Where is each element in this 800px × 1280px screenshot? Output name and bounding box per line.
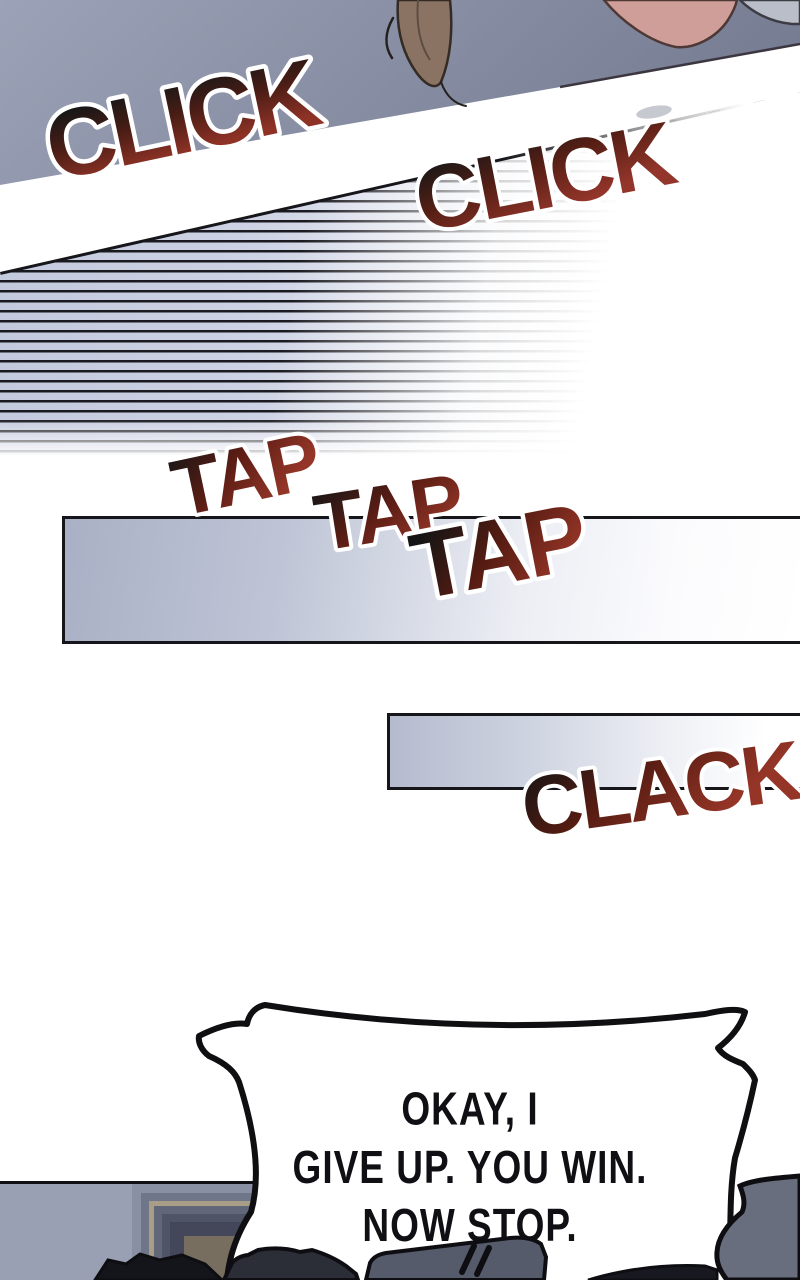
character-hair-strand-line: [416, 0, 431, 61]
panel-bar-bottom: [387, 713, 800, 790]
sfx-tap-3: TAP: [398, 479, 599, 624]
character-hair-stroke-tip: [440, 81, 467, 107]
sfx-tap-2: TAP: [304, 453, 472, 572]
sfx-click-1: CLICK: [32, 34, 334, 205]
panel-edge-line: [559, 42, 800, 89]
sfx-tap-3-text: TAP: [402, 483, 594, 619]
bubble-line-2: GIVE UP. YOU WIN.: [292, 1142, 648, 1193]
top-scene-panel: [0, 0, 800, 185]
sfx-clack-text: CLACK: [516, 723, 800, 855]
couch-shape: [714, 1173, 800, 1280]
bubble-line-1: OKAY, I: [401, 1083, 539, 1135]
character-hair-lock: [396, 0, 453, 88]
sfx-clack: CLACK: [512, 719, 800, 859]
speech-bubble: [195, 1002, 758, 1280]
panel-bar-top: [62, 516, 800, 644]
speech-bubble-text: OKAY, I GIVE UP. YOU WIN. NOW STOP.: [235, 1080, 705, 1255]
hair-silhouette-center: [363, 1235, 549, 1280]
quote-dash-marks: [459, 1243, 492, 1277]
panel-background: [0, 0, 800, 185]
sfx-tap-1: TAP: [160, 412, 331, 538]
character-garment: [738, 0, 800, 26]
hair-silhouette-left: [221, 1246, 361, 1280]
hair-tuft-left: [93, 1252, 225, 1280]
speech-bubble-outline: [195, 1002, 758, 1280]
bottom-foreground: [93, 1173, 800, 1280]
character-hair-stroke-left: [385, 16, 395, 60]
hair-silhouette-right: [587, 1264, 719, 1280]
character-skin: [602, 0, 739, 49]
